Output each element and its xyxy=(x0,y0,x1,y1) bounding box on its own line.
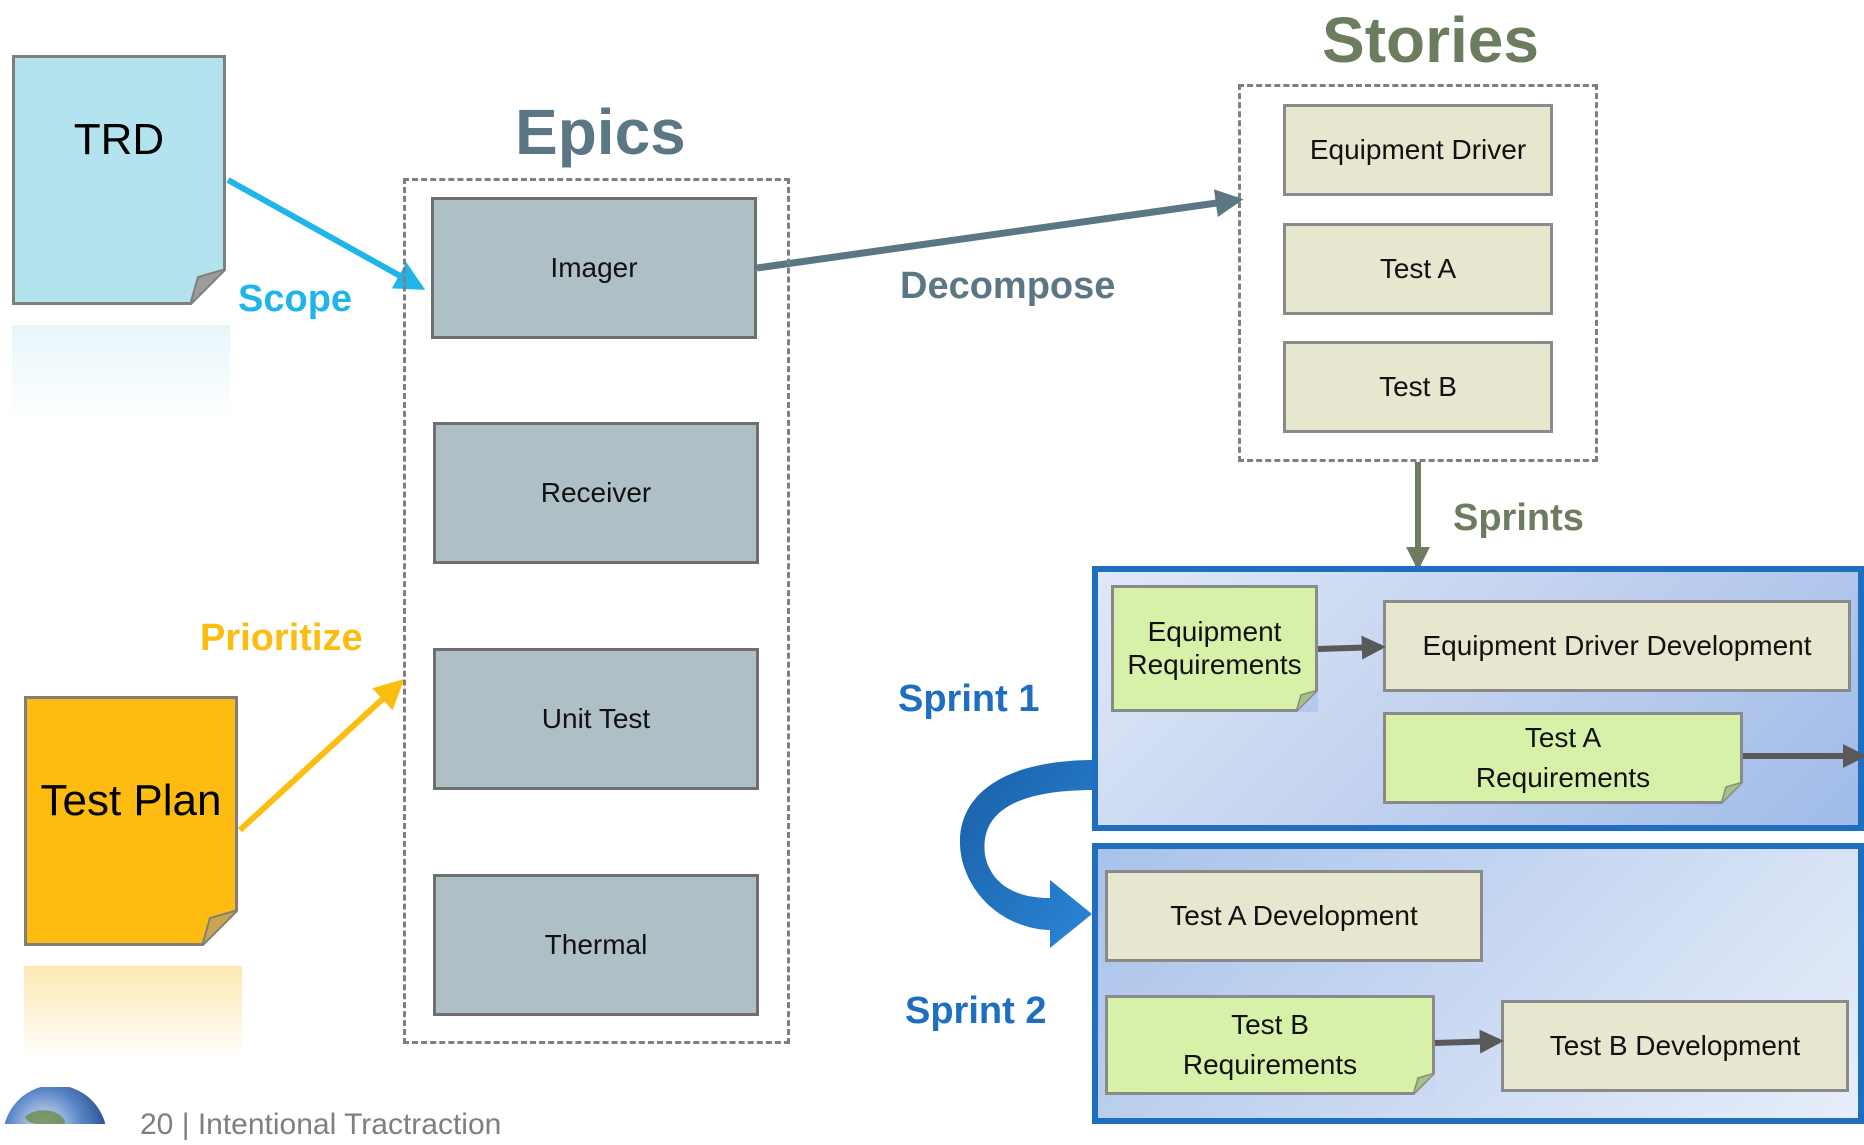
story-test-a: Test A xyxy=(1283,223,1553,315)
globe-logo-icon xyxy=(4,1087,106,1124)
page-fold-icon xyxy=(202,910,238,946)
scope-label: Scope xyxy=(238,278,353,320)
test-plan-label: Test Plan xyxy=(40,776,222,825)
test-plan-reflection xyxy=(24,966,242,1061)
prioritize-arrow xyxy=(237,678,405,833)
story-test-b: Test B xyxy=(1283,341,1553,433)
decompose-arrow xyxy=(756,189,1244,272)
test-plan-document: Test Plan xyxy=(24,696,238,946)
sprint1-test-a-requirements: Test A Requirements xyxy=(1383,712,1743,804)
sprint2-label: Sprint 2 xyxy=(905,990,1047,1032)
trd-label: TRD xyxy=(73,115,165,164)
scope-arrow xyxy=(226,177,426,290)
page-fold-icon xyxy=(190,269,226,305)
decompose-label: Decompose xyxy=(900,265,1116,307)
sprint2-test-b-development: Test B Development xyxy=(1501,1000,1849,1092)
sprint1-equipment-requirements: Equipment Requirements xyxy=(1111,585,1318,712)
stories-container xyxy=(1238,84,1598,462)
stories-title: Stories xyxy=(1322,4,1539,76)
epic-receiver: Receiver xyxy=(433,422,759,564)
trd-document: TRD xyxy=(12,55,226,305)
page-fold-icon xyxy=(1721,782,1743,804)
trd-reflection xyxy=(12,325,230,420)
epic-unit-test: Unit Test xyxy=(433,648,759,790)
sprints-label: Sprints xyxy=(1453,497,1584,539)
sprint1-label: Sprint 1 xyxy=(898,678,1040,720)
epics-title: Epics xyxy=(515,96,686,168)
sprint2-test-b-requirements: Test B Requirements xyxy=(1105,995,1435,1095)
footer-text: 20 | Intentional Tractraction xyxy=(140,1108,502,1141)
story-equipment-driver: Equipment Driver xyxy=(1283,104,1553,196)
sprint1-equipment-driver-development: Equipment Driver Development xyxy=(1383,600,1851,692)
epic-imager: Imager xyxy=(431,197,757,339)
page-fold-icon xyxy=(1413,1073,1435,1095)
prioritize-label: Prioritize xyxy=(200,617,363,659)
page-fold-icon xyxy=(1296,690,1318,712)
epics-container xyxy=(403,178,790,1044)
sprint2-test-a-development: Test A Development xyxy=(1105,870,1483,962)
epic-thermal: Thermal xyxy=(433,874,759,1016)
